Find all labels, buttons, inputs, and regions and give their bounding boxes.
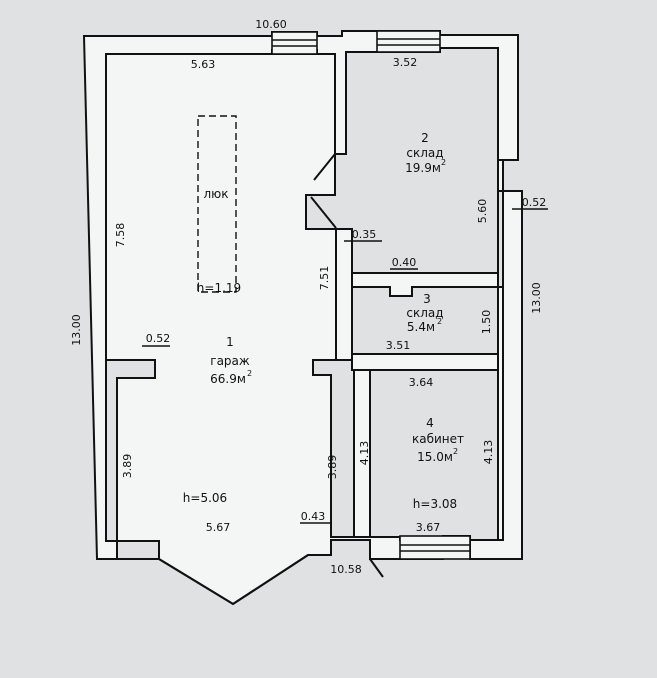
dim-store2-right: 5.60 xyxy=(476,199,489,224)
room4-area-sup: 2 xyxy=(453,447,458,456)
window-bottom-office xyxy=(399,535,471,560)
room1-area-sup: 2 xyxy=(247,369,252,378)
dim-office-bottom: 3.67 xyxy=(416,521,441,534)
dim-right-pier: 0.52 xyxy=(522,196,547,209)
door-swing-garage-store2 xyxy=(313,153,336,181)
dim-right-overall: 13.00 xyxy=(530,282,543,314)
dim-top-overall: 10.60 xyxy=(255,18,287,31)
room4-area: 15.0м xyxy=(417,450,453,464)
door-swing-office xyxy=(369,558,384,578)
dim-office-top: 3.64 xyxy=(409,376,434,389)
dim-left-overall: 13.00 xyxy=(70,314,83,346)
dim-garage-left-upper: 7.58 xyxy=(114,223,127,248)
window-top-right xyxy=(376,30,441,53)
dim-partition-upper: 7.51 xyxy=(318,266,331,291)
room2-area: 19.9м xyxy=(405,161,441,175)
dim-store3-bottom: 3.51 xyxy=(386,339,411,352)
dim-store3-right: 1.50 xyxy=(480,310,493,335)
room3-area-sup: 2 xyxy=(437,317,442,326)
dim-garage-left-lower: 3.89 xyxy=(121,454,134,479)
dim-garage-left-pier: 0.52 xyxy=(146,332,171,345)
room4-name: кабинет xyxy=(412,432,464,446)
room2-name: склад xyxy=(406,146,443,160)
dim-store2-top: 3.52 xyxy=(393,56,418,69)
room4-number: 4 xyxy=(426,416,434,430)
dim-store3-step: 0.40 xyxy=(392,256,417,269)
dim-bottom-overall: 10.58 xyxy=(330,563,362,576)
dim-garage-top: 5.63 xyxy=(191,58,216,71)
room1-name: гараж xyxy=(210,354,250,368)
hatch-outline xyxy=(197,115,237,293)
room2-number: 2 xyxy=(421,131,429,145)
room3-name: склад xyxy=(406,306,443,320)
dim-office-left: 4.13 xyxy=(358,441,371,466)
room4-height: h=3.08 xyxy=(413,497,457,511)
room3-number: 3 xyxy=(423,292,431,306)
room1-height: h=5.06 xyxy=(183,491,227,505)
room1-area: 66.9м xyxy=(210,372,246,386)
room3-area: 5.4м xyxy=(407,320,435,334)
hatch-label: люк xyxy=(203,187,228,201)
room1-number: 1 xyxy=(226,335,234,349)
window-top-left xyxy=(271,31,318,55)
door-swing-garage-corridor xyxy=(310,196,337,229)
room2-area-sup: 2 xyxy=(441,158,446,167)
dim-office-right: 4.13 xyxy=(482,440,495,465)
dim-corridor-pier: 0.35 xyxy=(352,228,377,241)
hatch-height: h=1.19 xyxy=(197,281,241,295)
dim-garage-bottom: 5.67 xyxy=(206,521,231,534)
dim-partition-pier: 0.43 xyxy=(301,510,326,523)
garage-gate xyxy=(158,554,309,606)
dim-partition-lower: 3.89 xyxy=(326,455,339,480)
